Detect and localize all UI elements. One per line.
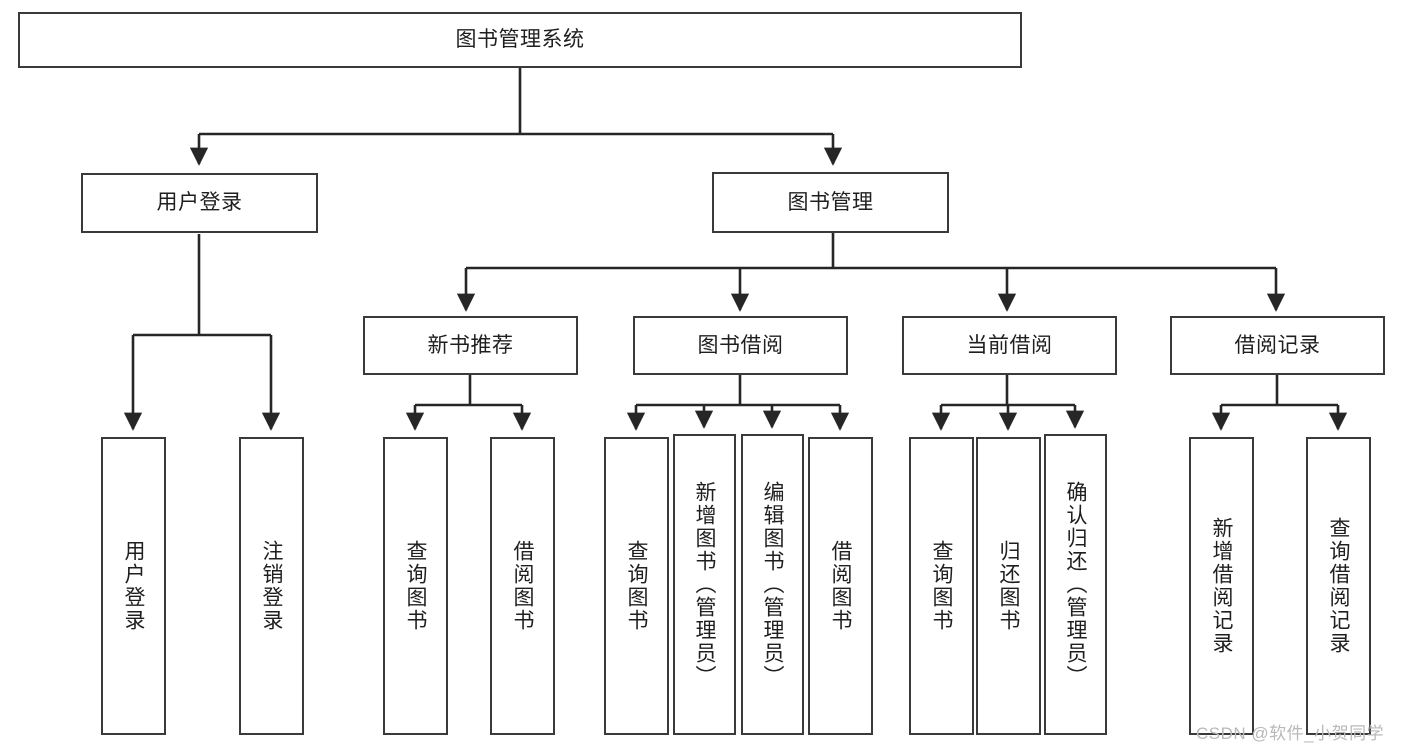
leaf-edit-book-label: 编辑图书（管理员）: [761, 481, 784, 688]
node-new-book-recommend-label: 新书推荐: [427, 333, 514, 357]
leaf-query-record[interactable]: 查询借阅记录: [1306, 437, 1371, 735]
leaf-confirm-return-label: 确认归还（管理员）: [1064, 481, 1087, 688]
node-root-label: 图书管理系统: [455, 28, 585, 52]
leaf-query-book-2[interactable]: 查询图书: [604, 437, 669, 735]
node-book-borrow-label: 图书借阅: [697, 333, 784, 357]
leaf-user-login[interactable]: 用户登录: [101, 437, 166, 735]
csdn-watermark: CSDN @软件_小贺同学: [1196, 724, 1385, 743]
leaf-add-book-label: 新增图书（管理员）: [693, 481, 716, 688]
node-user-login-label: 用户登录: [156, 191, 243, 215]
node-borrow-record-label: 借阅记录: [1234, 333, 1321, 357]
leaf-logout[interactable]: 注销登录: [239, 437, 304, 735]
leaf-query-book-1-label: 查询图书: [404, 540, 427, 632]
node-borrow-record[interactable]: 借阅记录: [1170, 316, 1385, 375]
leaf-user-login-label: 用户登录: [122, 540, 145, 632]
leaf-borrow-book-1-label: 借阅图书: [511, 540, 534, 632]
node-root[interactable]: 图书管理系统: [18, 12, 1022, 68]
leaf-logout-label: 注销登录: [260, 540, 283, 632]
leaf-query-book-3-label: 查询图书: [930, 540, 953, 632]
node-book-manage[interactable]: 图书管理: [712, 172, 949, 233]
node-new-book-recommend[interactable]: 新书推荐: [363, 316, 578, 375]
leaf-query-record-label: 查询借阅记录: [1327, 517, 1350, 655]
leaf-query-book-3[interactable]: 查询图书: [909, 437, 974, 735]
leaf-borrow-book-1[interactable]: 借阅图书: [490, 437, 555, 735]
leaf-query-book-2-label: 查询图书: [625, 540, 648, 632]
leaf-borrow-book-2-label: 借阅图书: [829, 540, 852, 632]
node-user-login[interactable]: 用户登录: [81, 173, 318, 233]
leaf-borrow-book-2[interactable]: 借阅图书: [808, 437, 873, 735]
leaf-add-record-label: 新增借阅记录: [1210, 517, 1233, 655]
leaf-return-book[interactable]: 归还图书: [976, 437, 1041, 735]
node-book-borrow[interactable]: 图书借阅: [633, 316, 848, 375]
leaf-add-record[interactable]: 新增借阅记录: [1189, 437, 1254, 735]
leaf-query-book-1[interactable]: 查询图书: [383, 437, 448, 735]
leaf-confirm-return[interactable]: 确认归还（管理员）: [1044, 434, 1107, 735]
leaf-edit-book[interactable]: 编辑图书（管理员）: [741, 434, 804, 735]
node-book-manage-label: 图书管理: [787, 190, 874, 214]
leaf-add-book[interactable]: 新增图书（管理员）: [673, 434, 736, 735]
leaf-return-book-label: 归还图书: [997, 540, 1020, 632]
node-current-borrow[interactable]: 当前借阅: [902, 316, 1117, 375]
node-current-borrow-label: 当前借阅: [966, 333, 1053, 357]
